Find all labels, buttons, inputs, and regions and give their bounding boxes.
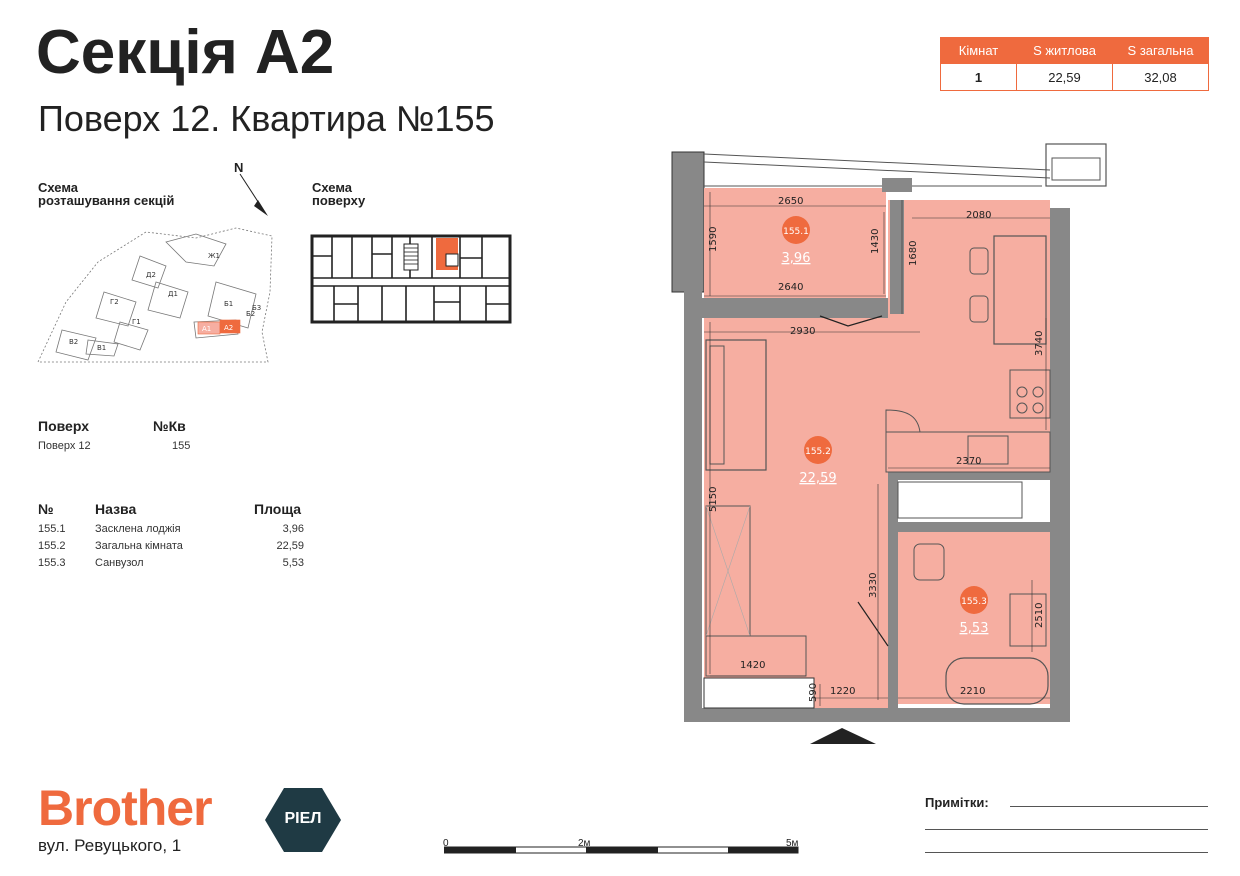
room-row-area: 22,59 [276, 540, 304, 552]
apartment-number-header: №Кв [153, 418, 186, 434]
sink-icon [967, 435, 1009, 465]
dimension-label: 5150 [708, 487, 719, 512]
room-area-label: 5,53 [960, 621, 989, 636]
dimension-label: 2080 [966, 210, 991, 221]
room-id-label: 155.1 [783, 227, 809, 237]
dimension-label: 2930 [790, 326, 815, 337]
summary-table: Кімнат S житлова S загальна 1 22,59 32,0… [940, 37, 1209, 91]
section-title: Секція А2 [36, 18, 335, 87]
apartment-subtitle: Поверх 12. Квартира №155 [38, 98, 495, 139]
room-row-name: Санвузол [95, 557, 144, 569]
stove-icon [1009, 369, 1051, 419]
section-label: В2 [69, 338, 78, 346]
toilet-icon [913, 543, 945, 581]
section-label: А2 [224, 324, 233, 332]
chair-icon [969, 295, 989, 323]
washbasin-icon [1009, 593, 1047, 647]
notes-line [925, 852, 1208, 853]
room-row-id: 155.2 [38, 540, 66, 552]
room-badge [804, 436, 832, 464]
notes-line [1010, 806, 1208, 807]
room-area-label: 22,59 [799, 471, 836, 486]
scale-label-5m: 5м [786, 838, 799, 849]
room-badge [960, 586, 988, 614]
dimension-label: 2370 [956, 456, 981, 467]
notes-label: Примітки: [925, 795, 989, 810]
notes-line [925, 829, 1208, 830]
section-label: В1 [97, 344, 106, 352]
floor-value: Поверх 12 [38, 440, 91, 452]
chair-icon [969, 247, 989, 275]
floor-header: Поверх [38, 418, 89, 434]
rooms-header-area: Площа [254, 501, 302, 517]
room-badge [782, 216, 810, 244]
dimension-label: 1220 [830, 686, 855, 697]
table-icon [993, 235, 1047, 345]
scale-label-2m: 2м [578, 838, 591, 849]
sections-scheme-label: Схема розташування секцій [38, 180, 175, 208]
room-id-label: 155.2 [805, 447, 831, 457]
apartment-floor-plan: 2650 1590 1430 2640 2080 1680 2930 3740 … [671, 143, 1107, 744]
floor-scheme [310, 234, 512, 324]
summary-header-total-area: S загальна [1112, 37, 1209, 64]
summary-header-rooms: Кімнат [940, 37, 1017, 64]
dimension-label: 1430 [870, 229, 881, 254]
section-label: Б1 [224, 300, 233, 308]
section-label: Г1 [132, 318, 141, 326]
summary-total-area-value: 32,08 [1112, 63, 1209, 91]
address: вул. Ревуцького, 1 [38, 836, 182, 855]
dimension-label: 2210 [960, 686, 985, 697]
riel-badge: РІЕЛ [264, 786, 342, 854]
section-label: Б2 [246, 310, 255, 318]
brand-logo: Brother [38, 780, 213, 836]
apartment-number-value: 155 [172, 440, 191, 452]
room-row-id: 155.3 [38, 557, 66, 569]
scale-bar [444, 846, 799, 854]
section-label: Г2 [110, 298, 119, 306]
room-155-2 [704, 200, 1050, 708]
dimension-label: 2650 [778, 196, 803, 207]
dimension-label: 1680 [908, 241, 919, 266]
section-label: Д2 [146, 271, 156, 279]
entrance-icon [810, 728, 876, 744]
room-155-3 [896, 532, 1050, 704]
room-row-area: 3,96 [282, 523, 304, 535]
section-label: Д1 [168, 290, 178, 298]
dimension-label: 1590 [708, 227, 719, 252]
dimension-label: 2510 [1034, 603, 1045, 628]
section-label: А1 [202, 325, 211, 333]
sofa-icon [705, 339, 767, 471]
compass-icon [239, 173, 268, 216]
summary-living-area-value: 22,59 [1016, 63, 1113, 91]
dimension-label: 1420 [740, 660, 765, 671]
room-row-name: Загальна кімната [95, 540, 183, 552]
section-label: Б3 [252, 304, 261, 312]
room-row-area: 5,53 [282, 557, 304, 569]
dimension-label: 3330 [868, 573, 879, 598]
summary-header-living-area: S житлова [1016, 37, 1113, 64]
north-label: N [234, 160, 244, 175]
summary-rooms-value: 1 [940, 63, 1017, 91]
rooms-header-number: № [38, 501, 54, 517]
section-a2-highlight [219, 319, 241, 334]
room-id-label: 155.3 [961, 597, 987, 607]
scale-label-0: 0 [443, 838, 449, 849]
dimension-label: 590 [808, 683, 819, 702]
dimension-label: 3740 [1034, 331, 1045, 356]
sections-location-scheme: Ж1 Д2 Д1 Г2 Г1 Б2 Б1 Б3 В2 В1 А1 А2 [37, 227, 273, 363]
rooms-header-name: Назва [95, 501, 137, 517]
dimension-label: 2640 [778, 282, 803, 293]
floor-scheme-label: Схема поверху [312, 180, 366, 208]
room-row-id: 155.1 [38, 523, 66, 535]
room-row-name: Засклена лоджія [95, 523, 181, 535]
section-label: Ж1 [208, 252, 220, 260]
room-area-label: 3,96 [782, 251, 811, 266]
bathtub-icon [945, 657, 1049, 705]
